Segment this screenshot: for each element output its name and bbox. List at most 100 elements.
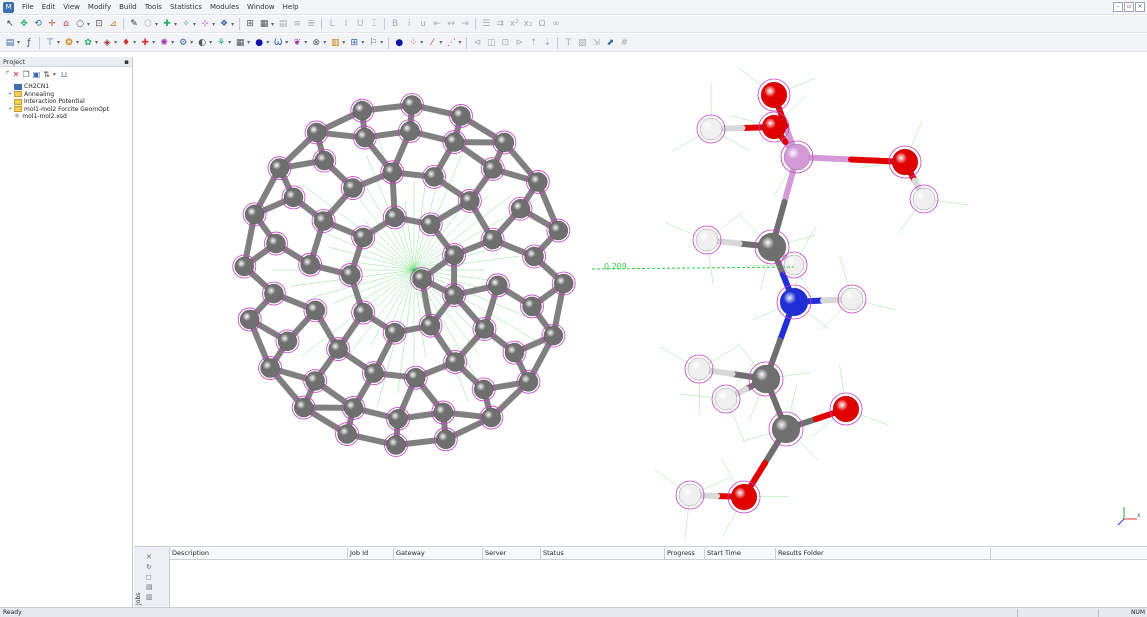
dmol3-icon[interactable]: ✚ [141, 37, 149, 48]
jobs-log-icon[interactable]: ▤ [146, 583, 153, 591]
carbon-atom[interactable] [293, 397, 314, 418]
column-start-time[interactable]: Start Time [705, 548, 776, 559]
dropdown-arrow-icon[interactable]: ▾ [458, 39, 462, 46]
dropdown-arrow-icon[interactable]: ▾ [114, 39, 118, 46]
dropdown-arrow-icon[interactable]: ▾ [57, 39, 61, 46]
carbon-atom[interactable] [260, 358, 280, 378]
color-icon[interactable]: ▨ [578, 37, 587, 48]
subscript-icon[interactable]: x₂ [523, 19, 533, 29]
carbon-atom[interactable] [234, 256, 254, 277]
clean-icon[interactable]: ✧ [182, 19, 190, 29]
carbon-atom[interactable] [751, 364, 781, 394]
text-format-icon[interactable]: ⌶ [371, 19, 377, 29]
view-down-icon[interactable]: ⇣ [543, 37, 552, 48]
x-cell-icon[interactable]: ⚐ [369, 37, 378, 48]
carbon-atom[interactable] [300, 254, 320, 275]
carbon-atom[interactable] [266, 233, 286, 254]
cell-icon[interactable]: # [620, 37, 629, 48]
format-icon[interactable]: ≣ [307, 19, 315, 29]
grid-icon[interactable]: ⊞ [246, 19, 254, 29]
carbon-atom[interactable] [420, 315, 441, 336]
view-fit-icon[interactable]: ⊡ [501, 37, 510, 48]
scale-icon[interactable]: ⇲ [592, 37, 601, 48]
carbon-atom[interactable] [757, 232, 787, 262]
hydrogen-atom[interactable] [678, 483, 702, 507]
dropdown-arrow-icon[interactable]: ▾ [209, 39, 213, 46]
carbon-atom[interactable] [353, 302, 373, 323]
carbon-atom[interactable] [355, 127, 375, 148]
new-item-icon[interactable]: ⌜ [6, 69, 10, 79]
select-arrow-icon[interactable]: ↖ [6, 19, 14, 29]
carbon-atom[interactable] [305, 371, 325, 391]
dropdown-arrow-icon[interactable]: ▾ [266, 39, 270, 46]
carbon-atom[interactable] [384, 322, 405, 343]
carbon-atom[interactable] [343, 398, 364, 418]
column-job-id[interactable]: Job Id [348, 548, 394, 559]
carbon-atom[interactable] [554, 273, 574, 294]
menu-tools[interactable]: Tools [144, 3, 162, 11]
dropdown-arrow-icon[interactable]: ▾ [133, 39, 137, 46]
carbon-atom[interactable] [474, 319, 495, 339]
carbon-atom[interactable] [353, 227, 373, 248]
hydrogen-atom[interactable] [699, 117, 723, 141]
column-results-folder[interactable]: Results Folder [776, 548, 991, 559]
menu-edit[interactable]: Edit [41, 3, 56, 11]
indent-icon[interactable]: ⇉ [496, 19, 504, 29]
move-icon[interactable]: ✛ [48, 19, 56, 29]
dropdown-arrow-icon[interactable]: ▾ [87, 20, 91, 28]
fit-screen-icon[interactable]: ⊡ [95, 19, 103, 29]
carbon-atom[interactable] [364, 363, 384, 383]
cycle-icon[interactable]: ○ [76, 19, 84, 29]
menu-window[interactable]: Window [247, 3, 275, 11]
column-server[interactable]: Server [483, 548, 541, 559]
carbon-atom[interactable] [269, 158, 290, 178]
carbon-atom[interactable] [444, 132, 465, 152]
align-center-icon[interactable]: ↔ [447, 19, 455, 29]
sort-icon[interactable]: ⇅ [43, 69, 50, 79]
rotate-icon[interactable]: ⟲ [34, 19, 42, 29]
dropdown-arrow-icon[interactable]: ▾ [271, 20, 275, 28]
table-icon[interactable]: ▦ [259, 19, 269, 29]
view-next-icon[interactable]: ⊳ [515, 37, 524, 48]
carbon-atom[interactable] [382, 162, 402, 182]
carbon-atom[interactable] [352, 100, 372, 121]
gulp-icon[interactable]: ◐ [198, 37, 207, 48]
menu-modules[interactable]: Modules [209, 3, 240, 11]
sketch-pencil-icon[interactable]: ✎ [130, 19, 138, 29]
text-format-icon[interactable]: I [344, 19, 348, 29]
dropdown-arrow-icon[interactable]: ▾ [380, 39, 384, 46]
label-icon[interactable]: T [565, 37, 572, 48]
carbon-atom[interactable] [460, 191, 480, 211]
carbon-atom[interactable] [277, 331, 298, 351]
close-icon[interactable]: × [1135, 2, 1145, 12]
tree-item-xsd-document[interactable]: ⚛ mol1-mol2.xsd [8, 112, 132, 121]
dropdown-arrow-icon[interactable]: ▾ [95, 39, 99, 46]
list-icon[interactable]: ☰ [482, 19, 491, 29]
carbon-atom[interactable] [400, 121, 420, 141]
carbon-atom[interactable] [543, 325, 564, 346]
nitrogen-atom[interactable] [779, 287, 809, 317]
dropdown-arrow-icon[interactable]: ▾ [439, 39, 443, 46]
add-hydrogen-icon[interactable]: ✚ [163, 19, 171, 29]
tree-item-interaction-potential[interactable]: Interaction Potential [8, 98, 132, 106]
tree-item-project[interactable]: CH2CN1 [8, 83, 132, 91]
tree-expander[interactable]: + [8, 90, 13, 97]
carbon-atom[interactable] [337, 424, 357, 444]
castep-icon[interactable]: ◈ [103, 37, 111, 48]
carbon-atom[interactable] [445, 352, 465, 372]
carbon-atom[interactable] [386, 435, 406, 455]
dpd-icon[interactable]: ✺ [160, 37, 168, 48]
carbon-atom[interactable] [433, 402, 453, 423]
display-style-ballstick-icon[interactable]: ⁘ [409, 37, 418, 48]
menu-modify[interactable]: Modify [87, 3, 112, 11]
superscript-icon[interactable]: x² [509, 19, 519, 29]
conformers-icon[interactable]: ♦ [122, 37, 131, 48]
measure-icon[interactable]: ⊹ [201, 19, 209, 29]
delete-icon[interactable]: ✕ [12, 69, 20, 79]
oxygen-atom[interactable] [761, 114, 787, 140]
carbon-atom[interactable] [444, 245, 464, 265]
carbon-atom[interactable] [436, 429, 456, 450]
carbon-atom[interactable] [406, 368, 426, 388]
align-left-icon[interactable]: ⇤ [433, 19, 441, 29]
translate-icon[interactable]: ✥ [20, 19, 28, 29]
